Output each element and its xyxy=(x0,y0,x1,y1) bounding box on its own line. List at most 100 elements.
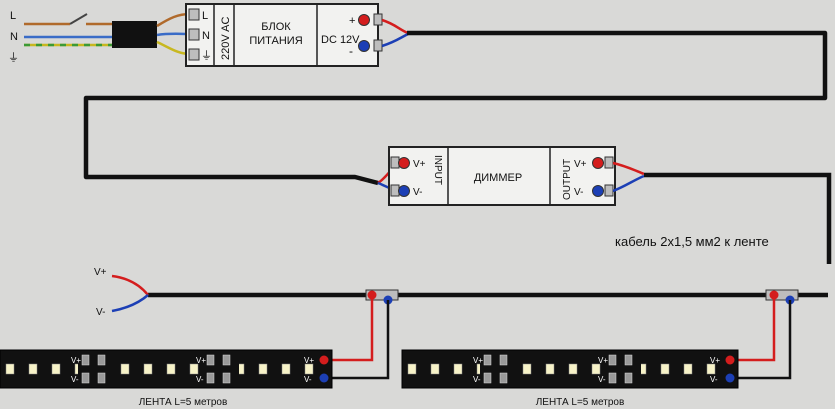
strip-end-plus-terminal xyxy=(725,355,735,365)
led-chip xyxy=(51,363,61,375)
solder-pad xyxy=(608,354,617,366)
solder-pad xyxy=(499,372,508,384)
strip-1-caption: ЛЕНТА L=5 метров xyxy=(139,397,228,408)
cable-end-positive xyxy=(111,274,149,296)
dimmer-output-label: OUTPUT xyxy=(562,159,573,200)
end-vplus-label: V+ xyxy=(304,356,314,365)
dimmer-output-plus-terminal xyxy=(592,157,604,169)
led-chip xyxy=(453,363,463,375)
ps-terminal-l xyxy=(188,8,200,21)
led-chip xyxy=(304,363,314,375)
cable-note: кабель 2х1,5 мм2 к ленте xyxy=(615,234,769,249)
pad-vminus-label: V- xyxy=(473,375,481,384)
dimmer-input-vminus-label: V- xyxy=(413,187,422,198)
pad-vminus-label: V- xyxy=(71,375,79,384)
strip-1-positive-wire xyxy=(326,295,374,362)
cable-end-negative xyxy=(111,294,149,313)
ps-n-label: N xyxy=(202,30,210,42)
dimmer-output-vplus-label: V+ xyxy=(574,159,587,170)
dimmer-output-minus-terminal xyxy=(592,185,604,197)
dimmer-input-label: INPUT xyxy=(432,155,443,185)
strip-1-negative-wire xyxy=(326,300,390,380)
solder-pad xyxy=(206,372,215,384)
junction-strip-2 xyxy=(732,289,799,380)
solder-pad xyxy=(483,372,492,384)
ps-ground-label: ⏚ xyxy=(201,49,212,62)
pad-vplus-label: V+ xyxy=(598,356,608,365)
solder-pad xyxy=(499,354,508,366)
led-chip xyxy=(545,363,555,375)
led-chip xyxy=(683,363,693,375)
solder-pad xyxy=(624,354,633,366)
strip-2-positive-wire xyxy=(732,295,776,362)
strip-end-plus-terminal xyxy=(319,355,329,365)
power-supply-body xyxy=(185,3,379,67)
strip-2-caption: ЛЕНТА L=5 метров xyxy=(536,397,625,408)
cable-dimmer-out xyxy=(644,172,832,264)
ps-output-label: DC 12V xyxy=(321,34,360,46)
end-vminus-label: V- xyxy=(710,375,718,384)
led-chip xyxy=(281,363,291,375)
ps-l-label: L xyxy=(202,10,208,22)
led-chip xyxy=(143,363,153,375)
solder-pad xyxy=(222,354,231,366)
ps-minus-label: - xyxy=(349,44,353,58)
led-chip xyxy=(407,363,417,375)
led-chip xyxy=(28,363,38,375)
led-chip xyxy=(258,363,268,375)
led-chip xyxy=(591,363,601,375)
mains-l-label: L xyxy=(10,10,16,22)
mains-ground-label: ⏚ xyxy=(8,51,19,64)
ps-plus-terminal xyxy=(358,14,370,26)
mains-cable xyxy=(112,21,157,48)
strip-end-minus-terminal xyxy=(725,373,735,383)
pad-vminus-label: V- xyxy=(598,375,606,384)
junction-strip-1 xyxy=(326,289,399,380)
solder-pad xyxy=(608,372,617,384)
dimmer-input-plus-terminal xyxy=(398,157,410,169)
pad-vplus-label: V+ xyxy=(196,356,206,365)
dimmer-title: ДИММЕР xyxy=(474,172,522,184)
led-chip xyxy=(5,363,15,375)
power-supply: L N ⏚ 220V AC БЛОК ПИТАНИЯ DC 12V + - xyxy=(185,3,409,67)
solder-pad xyxy=(222,372,231,384)
solder-pad xyxy=(624,372,633,384)
solder-pad xyxy=(483,354,492,366)
ps-title-line2: ПИТАНИЯ xyxy=(249,35,302,47)
ps-terminal-ground xyxy=(188,48,200,61)
strip-2-negative-wire xyxy=(732,300,792,380)
dimmer-body xyxy=(388,146,616,206)
ps-minus-terminal xyxy=(358,40,370,52)
led-chip xyxy=(660,363,670,375)
ps-title-line1: БЛОК xyxy=(261,21,291,33)
led-chip xyxy=(706,363,716,375)
led-strip-1: V+V-V+V-V+V- xyxy=(0,349,333,389)
dimmer-input-vplus-label: V+ xyxy=(413,159,426,170)
strip-end-minus-terminal xyxy=(319,373,329,383)
led-chip xyxy=(166,363,176,375)
cable-psu-to-dimmer xyxy=(83,30,828,186)
led-chip xyxy=(568,363,578,375)
dimmer-output-vminus-label: V- xyxy=(574,187,583,198)
led-chip xyxy=(120,363,130,375)
ps-plus-label: + xyxy=(349,15,355,27)
ps-terminal-n xyxy=(188,28,200,41)
led-strip-2: V+ V- V+ V- V+ V- xyxy=(401,349,739,389)
cable-end-vplus-label: V+ xyxy=(94,267,107,278)
mains-input: L N ⏚ xyxy=(8,10,191,64)
led-chip xyxy=(522,363,532,375)
end-vplus-label: V+ xyxy=(710,356,720,365)
pad-vplus-label: V+ xyxy=(473,356,483,365)
cable-end-vminus-label: V- xyxy=(96,307,105,318)
solder-pad xyxy=(97,372,106,384)
led-chip xyxy=(430,363,440,375)
pad-vminus-label: V- xyxy=(196,375,204,384)
dimmer: V+ V- INPUT ДИММЕР OUTPUT V+ V- xyxy=(388,146,645,206)
solder-pad xyxy=(81,372,90,384)
ps-input-label: 220V AC xyxy=(220,17,232,60)
mains-n-label: N xyxy=(10,31,18,43)
end-vminus-label: V- xyxy=(304,375,312,384)
solder-pad xyxy=(81,354,90,366)
